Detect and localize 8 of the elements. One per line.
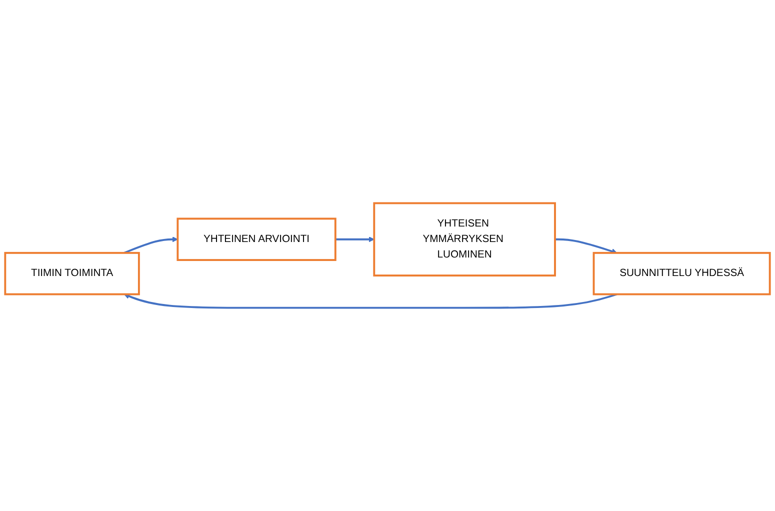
node-box: YHTEINEN ARVIOINTI xyxy=(176,218,336,261)
node-box: YHTEISEN YMMÄRRYKSEN LUOMINEN xyxy=(373,202,556,276)
arrow xyxy=(335,236,374,242)
arrow xyxy=(124,236,178,254)
arrow xyxy=(124,293,618,309)
node-box: TIIMIN TOIMINTA xyxy=(4,252,140,296)
node-box: SUUNNITTELU YHDESSÄ xyxy=(592,252,771,296)
arrow xyxy=(555,238,618,254)
